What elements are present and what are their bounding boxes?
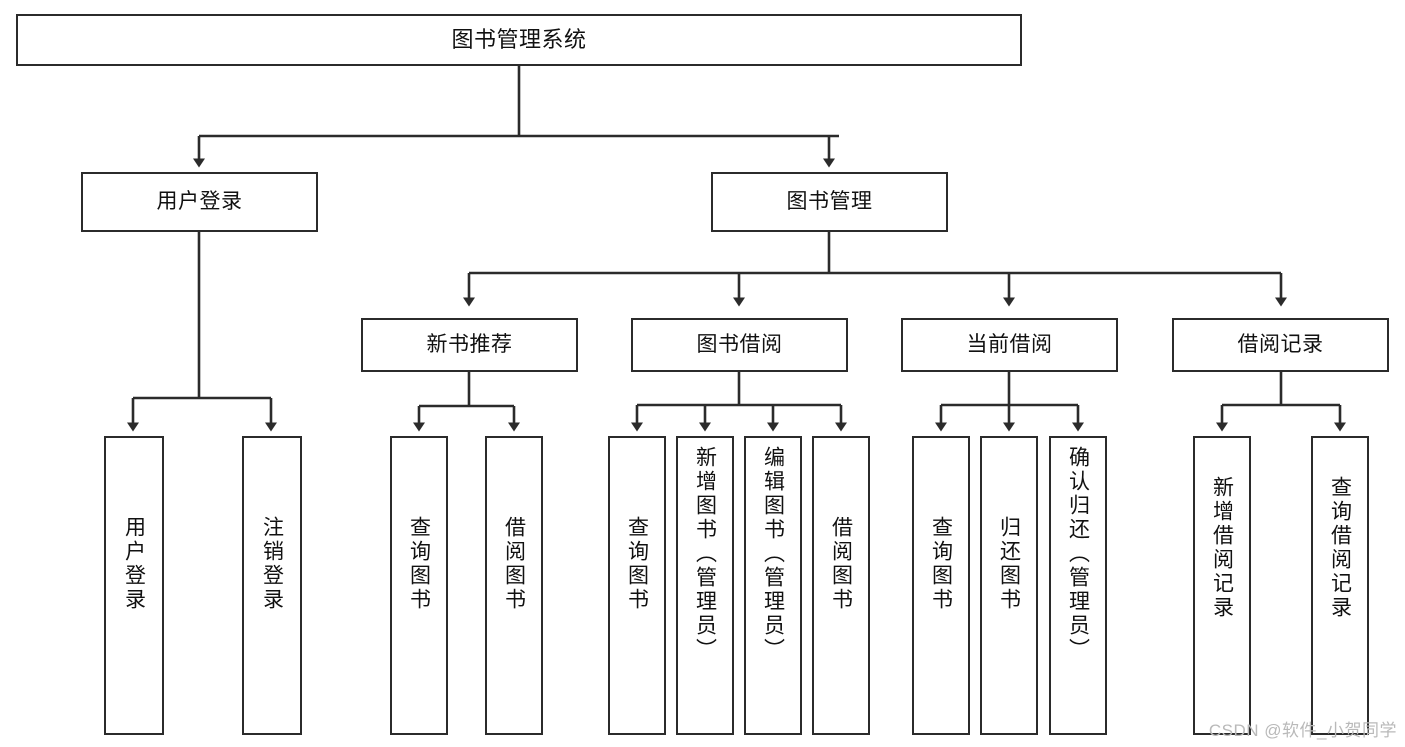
node-label: 查询图书 xyxy=(625,516,649,612)
node-root-book-management-system[interactable]: 图书管理系统 xyxy=(16,14,1022,66)
node-user-login[interactable]: 用户登录 xyxy=(81,172,318,232)
node-label: 当前借阅 xyxy=(966,333,1053,357)
node-borrow-record[interactable]: 借阅记录 xyxy=(1172,318,1389,372)
leaf-logout-login[interactable]: 注销登录 xyxy=(242,436,302,735)
leaf-query-borrow-record[interactable]: 查询借阅记录 xyxy=(1311,436,1369,735)
node-label: 新增图书（管理员） xyxy=(693,446,717,662)
node-label: 查询图书 xyxy=(407,516,431,612)
leaf-borrow-book-recommend[interactable]: 借阅图书 xyxy=(485,436,543,735)
node-label: 编辑图书（管理员） xyxy=(761,446,785,662)
leaf-query-book-borrow[interactable]: 查询图书 xyxy=(608,436,666,735)
node-label: 借阅图书 xyxy=(829,516,853,612)
leaf-borrow-book[interactable]: 借阅图书 xyxy=(812,436,870,735)
watermark: CSDN @软件_小贺同学 xyxy=(1208,721,1397,740)
node-label: 新增借阅记录 xyxy=(1210,476,1234,620)
leaf-add-book-admin[interactable]: 新增图书（管理员） xyxy=(676,436,734,735)
node-book-manage[interactable]: 图书管理 xyxy=(711,172,948,232)
node-new-book-recommend[interactable]: 新书推荐 xyxy=(361,318,578,372)
node-label: 查询借阅记录 xyxy=(1328,476,1352,620)
leaf-add-borrow-record[interactable]: 新增借阅记录 xyxy=(1193,436,1251,735)
leaf-user-login[interactable]: 用户登录 xyxy=(104,436,164,735)
node-label: 图书借阅 xyxy=(696,333,783,357)
node-label: 用户登录 xyxy=(156,190,243,214)
node-label: 归还图书 xyxy=(997,516,1021,612)
node-label: 新书推荐 xyxy=(426,333,513,357)
leaf-query-book-recommend[interactable]: 查询图书 xyxy=(390,436,448,735)
node-label: 用户登录 xyxy=(122,516,146,612)
node-book-borrow[interactable]: 图书借阅 xyxy=(631,318,848,372)
node-label: 图书管理系统 xyxy=(451,26,587,52)
leaf-return-book[interactable]: 归还图书 xyxy=(980,436,1038,735)
node-label: 注销登录 xyxy=(260,516,284,612)
leaf-edit-book-admin[interactable]: 编辑图书（管理员） xyxy=(744,436,802,735)
node-label: 借阅记录 xyxy=(1237,333,1324,357)
leaf-confirm-return-admin[interactable]: 确认归还（管理员） xyxy=(1049,436,1107,735)
node-label: 确认归还（管理员） xyxy=(1066,446,1090,662)
node-current-borrow[interactable]: 当前借阅 xyxy=(901,318,1118,372)
leaf-query-book-current[interactable]: 查询图书 xyxy=(912,436,970,735)
node-label: 借阅图书 xyxy=(502,516,526,612)
node-label: 查询图书 xyxy=(929,516,953,612)
node-label: 图书管理 xyxy=(786,190,873,214)
